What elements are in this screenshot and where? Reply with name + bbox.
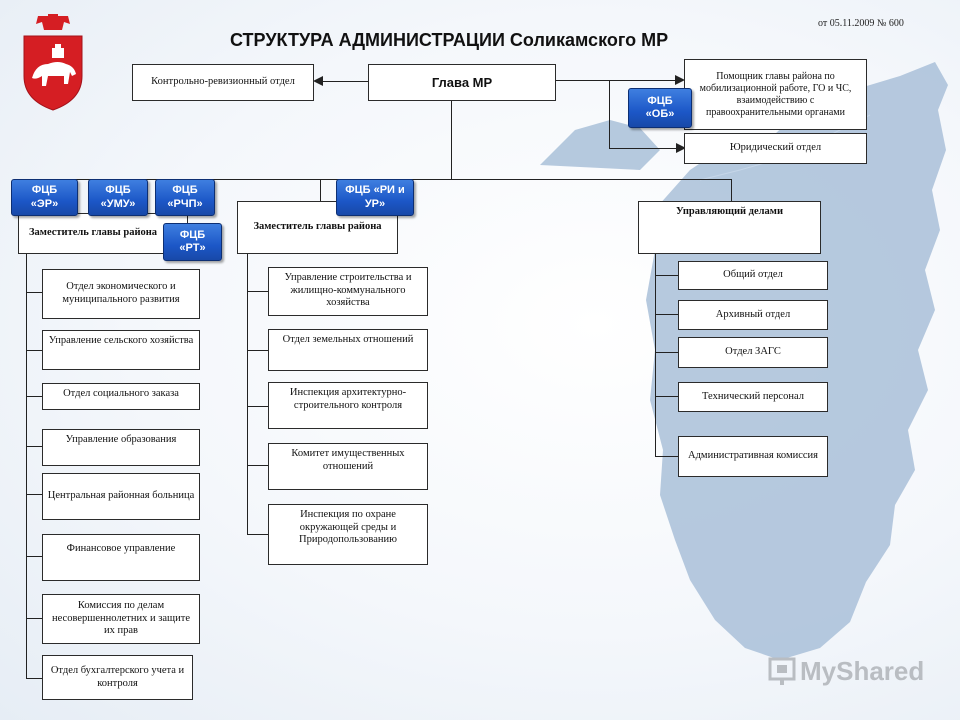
connector-line — [26, 237, 27, 679]
connector-line — [556, 80, 678, 81]
assistant-box[interactable]: Помощник главы района по мобилизационной… — [684, 59, 867, 130]
deputy1-item[interactable]: Отдел экономического и муниципального ра… — [42, 269, 200, 319]
connector-line — [451, 101, 452, 180]
connector-line — [609, 148, 679, 149]
connector-line — [320, 179, 321, 203]
page-title: СТРУКТУРА АДМИНИСТРАЦИИ Соликамского МР — [230, 30, 669, 50]
connector-line — [655, 352, 678, 353]
arrow-right-icon — [675, 75, 685, 85]
connector-line — [26, 446, 42, 447]
connector-line — [26, 618, 42, 619]
connector-line — [655, 396, 678, 397]
watermark-logo: MyShared — [768, 656, 924, 687]
connector-line — [655, 314, 678, 315]
fcb-rt-badge[interactable]: ФЦБ «РТ» — [163, 223, 222, 261]
manager-item[interactable]: Технический персонал — [678, 382, 828, 412]
manager-item[interactable]: Архивный отдел — [678, 300, 828, 330]
deputy1-item[interactable]: Финансовое управление — [42, 534, 200, 581]
legal-department-box[interactable]: Юридический отдел — [684, 133, 867, 164]
connector-line — [26, 292, 42, 293]
connector-line — [26, 494, 42, 495]
arrow-right-icon — [676, 143, 686, 153]
connector-line — [247, 291, 268, 292]
connector-line — [26, 396, 42, 397]
fcb-rchp-badge[interactable]: ФЦБ «РЧП» — [155, 179, 215, 216]
connector-line — [26, 678, 42, 679]
deputy-head-box-1[interactable]: Заместитель главы района — [18, 213, 188, 254]
coat-of-arms-emblem — [23, 14, 83, 111]
connector-line — [26, 556, 42, 557]
connector-line — [247, 406, 268, 407]
fcb-ri-badge[interactable]: ФЦБ «РИ и УР» — [336, 179, 414, 216]
deputy1-item[interactable]: Отдел бухгалтерского учета и контроля — [42, 655, 193, 700]
manager-head-box[interactable]: Управляющий делами — [638, 201, 821, 254]
connector-line — [26, 350, 42, 351]
deputy2-item[interactable]: Инспекция по охране окружающей среды и П… — [268, 504, 428, 565]
deputy2-item[interactable]: Управление строительства и жилищно-комму… — [268, 267, 428, 316]
watermark-text: MyShared — [800, 656, 925, 686]
audit-department-box[interactable]: Контрольно-ревизионный отдел — [132, 64, 314, 101]
arrow-left-icon — [313, 76, 323, 86]
fcb-ob-badge[interactable]: ФЦБ «ОБ» — [628, 88, 692, 128]
manager-item[interactable]: Административная комиссия — [678, 436, 828, 477]
fcb-umu-badge[interactable]: ФЦБ «УМУ» — [88, 179, 148, 216]
connector-line — [247, 350, 268, 351]
connector-line — [655, 456, 678, 457]
deputy2-item[interactable]: Комитет имущественных отношений — [268, 443, 428, 490]
connector-line — [247, 254, 248, 535]
manager-item[interactable]: Общий отдел — [678, 261, 828, 290]
deputy1-item[interactable]: Отдел социального заказа — [42, 383, 200, 410]
document-date: от 05.11.2009 № 600 — [818, 18, 904, 29]
manager-item[interactable]: Отдел ЗАГС — [678, 337, 828, 368]
deputy1-item[interactable]: Комиссия по делам несовершеннолетних и з… — [42, 594, 200, 644]
connector-line — [247, 534, 268, 535]
connector-line — [655, 275, 678, 276]
connector-line — [731, 179, 732, 201]
presentation-icon — [768, 657, 796, 685]
deputy1-item[interactable]: Центральная районная больница — [42, 473, 200, 520]
deputy1-item[interactable]: Управление образования — [42, 429, 200, 466]
deputy1-item[interactable]: Управление сельского хозяйства — [42, 330, 200, 370]
connector-line — [247, 465, 268, 466]
head-box[interactable]: Глава МР — [368, 64, 556, 101]
deputy2-item[interactable]: Отдел земельных отношений — [268, 329, 428, 371]
connector-line — [609, 80, 610, 148]
deputy2-item[interactable]: Инспекция архитектурно-строительного кон… — [268, 382, 428, 429]
connector-line — [655, 254, 656, 457]
connector-line — [315, 81, 370, 82]
fcb-er-badge[interactable]: ФЦБ «ЭР» — [11, 179, 78, 216]
